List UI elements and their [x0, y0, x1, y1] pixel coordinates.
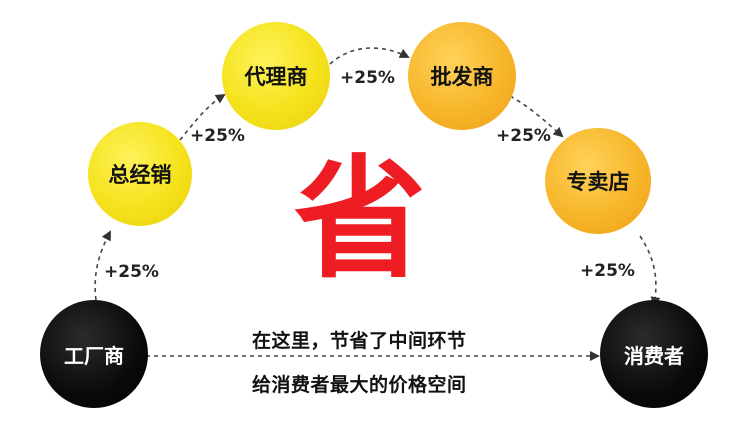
arrow-agent-to-wholesaler — [329, 47, 410, 65]
center-save-character: 省 — [294, 143, 426, 297]
message-line-2: 给消费者最大的价格空间 — [252, 374, 467, 396]
markup-wholesaler-to-store: +25% — [496, 126, 551, 146]
node-consumer-label: 消费者 — [624, 343, 684, 368]
markup-distributor-to-agent: +25% — [190, 126, 245, 146]
node-wholesaler: 批发商 — [408, 22, 516, 130]
node-store: 专卖店 — [545, 128, 651, 234]
node-consumer: 消费者 — [600, 300, 708, 408]
node-factory: 工厂商 — [40, 300, 148, 408]
node-agent-label: 代理商 — [244, 65, 308, 89]
node-distributor-label: 总经销 — [108, 163, 172, 187]
message-line-1: 在这里，节省了中间环节 — [252, 330, 467, 352]
markup-factory-to-distributor: +25% — [104, 262, 159, 282]
markup-store-to-consumer: +25% — [580, 261, 635, 281]
arrow-store-to-consumer — [639, 235, 661, 307]
markup-agent-to-wholesaler: +25% — [340, 68, 395, 88]
node-distributor: 总经销 — [88, 122, 192, 226]
arrow-factory-to-distributor — [94, 230, 111, 301]
arrow-distributor-to-agent — [179, 93, 226, 141]
node-wholesaler-label: 批发商 — [430, 65, 494, 89]
node-factory-label: 工厂商 — [64, 343, 124, 368]
node-store-label: 专卖店 — [566, 170, 630, 194]
arrow-wholesaler-to-store — [509, 95, 564, 138]
node-agent: 代理商 — [222, 22, 330, 130]
